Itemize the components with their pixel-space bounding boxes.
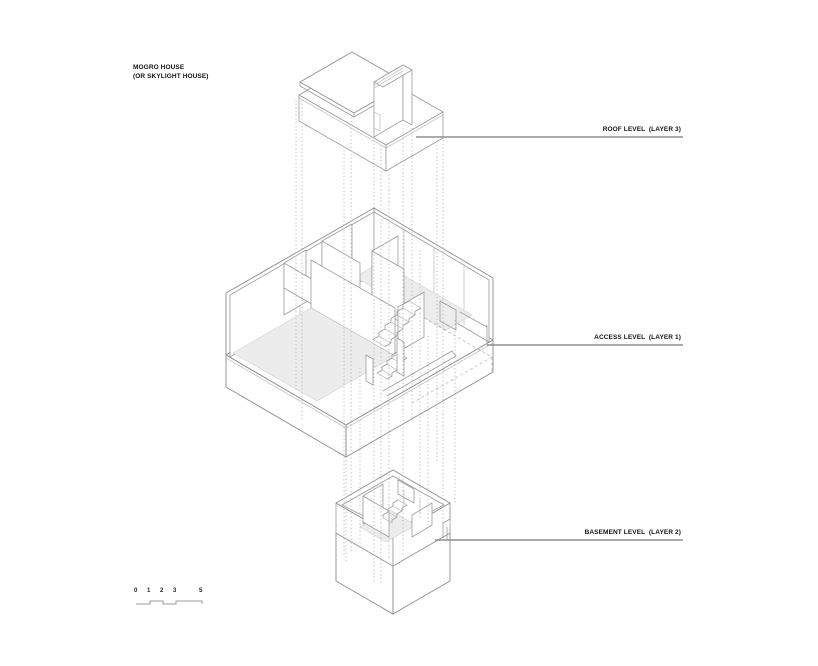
drawing-title-line1: MOGRO HOUSE xyxy=(133,64,185,71)
basement-level-drawing xyxy=(335,469,451,615)
scale-bar xyxy=(136,600,203,605)
level-label-basement: BASEMENT LEVEL (LAYER 2) xyxy=(584,529,681,536)
scale-tick-label: 5 xyxy=(199,588,203,594)
leader-lines xyxy=(416,136,683,541)
scale-tick-label: 2 xyxy=(160,588,164,594)
roof-level-drawing xyxy=(298,51,444,172)
projection-lines xyxy=(295,100,456,585)
level-label-roof: ROOF LEVEL (LAYER 3) xyxy=(602,126,681,133)
access-level-drawing xyxy=(225,207,494,458)
level-label-access: ACCESS LEVEL (LAYER 1) xyxy=(594,334,681,341)
drawing-title: MOGRO HOUSE (OR SKYLIGHT HOUSE) xyxy=(133,63,209,81)
scale-tick-label: 3 xyxy=(173,588,177,594)
scale-tick-label: 0 xyxy=(134,588,138,594)
drawing-title-line2: (OR SKYLIGHT HOUSE) xyxy=(133,73,209,80)
scale-tick-label: 1 xyxy=(147,588,151,594)
